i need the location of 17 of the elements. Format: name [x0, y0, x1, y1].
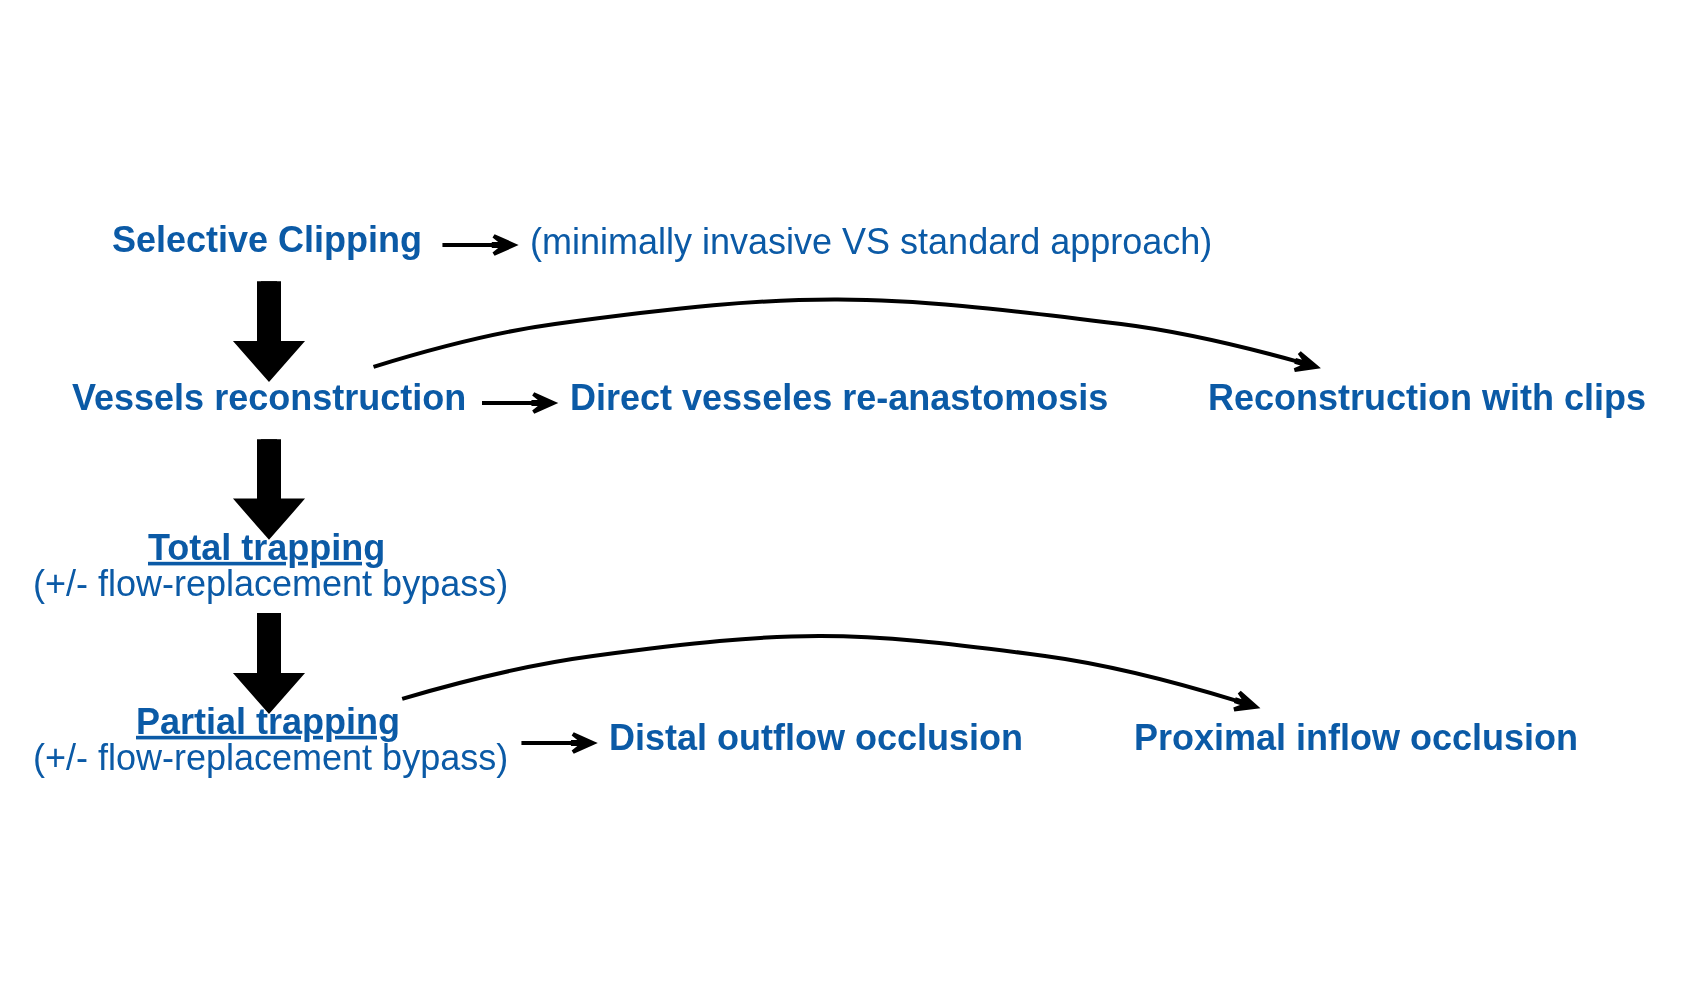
arrow — [521, 731, 595, 754]
node-text: Distal outflow occlusion — [609, 716, 1024, 758]
node-text: Proximal inflow occlusion — [1134, 716, 1579, 758]
node-text: Reconstruction with clips — [1208, 376, 1647, 418]
arrow — [482, 391, 556, 414]
arrow — [232, 612, 306, 714]
node-text: Vessels reconstruction — [72, 376, 467, 418]
node-text: Total trapping (+/- flow-replacement bypass) — [33, 526, 509, 604]
arrow — [401, 633, 1258, 711]
arrow — [372, 297, 1319, 372]
node-text: (minimally invasive VS standard approach) — [530, 220, 1213, 262]
arrow — [232, 280, 306, 382]
node-text: Partial trapping (+/- flow-replacement bypass) — [33, 700, 509, 778]
node-text: Direct vesseles re-anastomosis — [570, 376, 1109, 418]
arrow — [232, 438, 306, 540]
node-text: Selective Clipping — [112, 218, 423, 260]
arrow — [442, 233, 516, 256]
